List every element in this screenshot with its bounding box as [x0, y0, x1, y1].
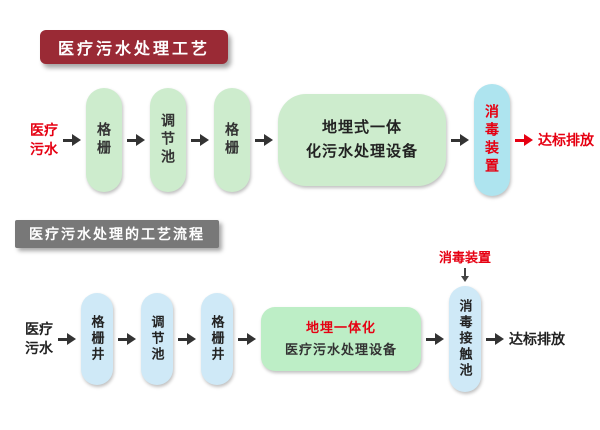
arrow-icon	[58, 333, 76, 345]
bottom-flow-row: 医疗 污水 格栅井 调节池 格栅井 地埋一体化 医疗污水处理设备 消毒装置 消毒…	[25, 250, 595, 394]
disinfection-device-annotation: 消毒装置	[438, 250, 492, 265]
bottom-title-banner: 医疗污水处理的工艺流程	[15, 220, 219, 248]
arrow-icon	[486, 333, 504, 345]
bottom-node-regulating-tank: 调节池	[141, 293, 173, 385]
top-node-buried-equipment-line1: 地埋式一体	[321, 119, 402, 136]
top-sink-label: 达标排放	[538, 131, 594, 148]
bottom-node-disinfection-contact-wrap: 消毒装置 消毒接触池	[439, 250, 491, 392]
bottom-node-buried-equipment: 地埋一体化 医疗污水处理设备	[261, 307, 421, 371]
top-node-buried-equipment: 地埋式一体 化污水处理设备	[278, 94, 446, 186]
top-node-regulating-tank: 调节池	[150, 88, 186, 192]
bottom-node-grid-well-2: 格栅井	[201, 293, 233, 385]
arrow-icon	[63, 134, 81, 146]
bottom-node-grid-well-1: 格栅井	[81, 293, 113, 385]
arrow-icon	[426, 333, 444, 345]
top-source-label: 医疗 污水	[30, 122, 58, 157]
bottom-sink-label: 达标排放	[509, 330, 565, 347]
bottom-node-disinfection-contact-pool-label: 消毒接触池	[457, 299, 473, 379]
arrow-icon	[451, 134, 469, 146]
bottom-node-buried-equipment-line2: 医疗污水处理设备	[284, 342, 397, 357]
top-node-buried-equipment-line2: 化污水处理设备	[305, 143, 418, 160]
top-node-grid-2: 格栅	[214, 88, 250, 192]
top-node-grid-1: 格栅	[86, 88, 122, 192]
top-title-banner: 医疗污水处理工艺	[40, 30, 229, 64]
top-flow-row: 医疗 污水 格栅 调节池 格栅 地埋式一体 化污水处理设备 消毒装置 达标排放	[30, 82, 595, 198]
bottom-node-regulating-tank-label: 调节池	[149, 315, 165, 363]
arrow-icon	[127, 134, 145, 146]
arrow-icon	[255, 134, 273, 146]
arrow-icon	[178, 333, 196, 345]
arrow-icon	[238, 333, 256, 345]
bottom-source-label: 医疗 污水	[25, 321, 53, 356]
top-node-regulating-tank-label: 调节池	[160, 113, 176, 167]
bottom-node-grid-well-2-label: 格栅井	[209, 315, 225, 363]
top-node-disinfection-device: 消毒装置	[474, 84, 510, 196]
arrow-icon	[118, 333, 136, 345]
top-node-disinfection-device-label: 消毒装置	[484, 104, 500, 176]
top-node-grid-2-label: 格栅	[224, 122, 240, 158]
arrow-icon	[515, 134, 533, 146]
down-arrow-icon	[461, 268, 469, 282]
bottom-node-grid-well-1-label: 格栅井	[89, 315, 105, 363]
bottom-node-disinfection-contact-pool: 消毒接触池	[449, 286, 481, 392]
top-node-grid-1-label: 格栅	[96, 122, 112, 158]
bottom-node-buried-equipment-line1: 地埋一体化	[305, 319, 376, 335]
arrow-icon	[191, 134, 209, 146]
